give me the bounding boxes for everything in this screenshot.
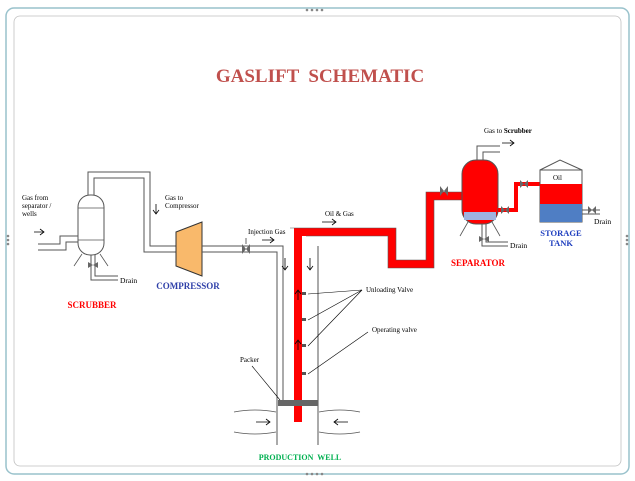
- scrubber-drain-valve-icon: [88, 262, 98, 268]
- gas-to-compressor-label-2: Compressor: [165, 202, 200, 210]
- storage-tank-label-2: TANK: [549, 238, 573, 248]
- gas-to-scrubber-label: Gas to Scrubber: [484, 127, 532, 135]
- packer-label: Packer: [240, 356, 260, 364]
- unloading-valve-2-icon: [302, 318, 306, 321]
- gas-to-compressor-arrow-icon: [152, 204, 160, 215]
- gas-from-label-3: wells: [22, 210, 37, 218]
- tank-oil-layer: [540, 184, 582, 204]
- compressor-label: COMPRESSOR: [156, 281, 220, 291]
- packer: [278, 400, 318, 406]
- tank-drain-label: Drain: [594, 217, 611, 226]
- injection-gas-label: Injection Gas: [248, 228, 286, 236]
- separator-label: SEPARATOR: [451, 258, 506, 268]
- separator-vessel: [461, 159, 499, 225]
- gas-to-scrubber-arrow-icon: [502, 139, 515, 147]
- scrubber-label: SCRUBBER: [67, 300, 117, 310]
- operating-valve-icon: [302, 372, 306, 375]
- scrubber-drain-label: Drain: [120, 276, 137, 285]
- inlet-arrow-icon: [34, 228, 45, 236]
- formation: [233, 409, 361, 435]
- tank-inlet-valve-icon: [520, 180, 528, 188]
- gas-to-scrubber-prefix: Gas to: [484, 127, 504, 135]
- injection-valve-icon: [242, 244, 250, 254]
- oil-line-valve-icon: [501, 206, 509, 214]
- oil-gas-label: Oil & Gas: [325, 210, 354, 218]
- scrubber-vessel: [77, 194, 105, 256]
- separator-drain-label: Drain: [510, 241, 527, 250]
- gas-to-scrubber-bold: Scrubber: [504, 127, 532, 135]
- unloading-valve-1-icon: [302, 292, 306, 295]
- unloading-valve-label: Unloading Valve: [366, 286, 413, 294]
- page-frame-inner: [13, 15, 622, 467]
- flowline-valve-icon: [440, 186, 448, 196]
- tank-drain-valve-icon: [588, 206, 596, 214]
- separator-drain-valve-icon: [479, 236, 489, 242]
- oil-gas-flowline: [294, 192, 462, 268]
- oil-gas-arrow-icon: [322, 218, 337, 226]
- storage-tank-label-1: STORAGE: [540, 228, 582, 238]
- gas-from-label-2: separator /: [22, 202, 51, 210]
- production-tubing: [294, 232, 302, 422]
- gas-to-compressor-label-1: Gas to: [165, 194, 184, 202]
- production-well-label: PRODUCTION WELL: [259, 453, 342, 462]
- injection-arrow-icon: [262, 236, 275, 244]
- diagram-title: GASLIFT SCHEMATIC: [216, 66, 424, 87]
- tank-oil-label: Oil: [553, 174, 562, 182]
- gas-from-label-1: Gas from: [22, 194, 49, 202]
- unloading-valve-3-icon: [302, 344, 306, 347]
- compressor-icon: [175, 221, 203, 277]
- tank-water-layer: [540, 204, 582, 222]
- operating-valve-label: Operating valve: [372, 326, 417, 334]
